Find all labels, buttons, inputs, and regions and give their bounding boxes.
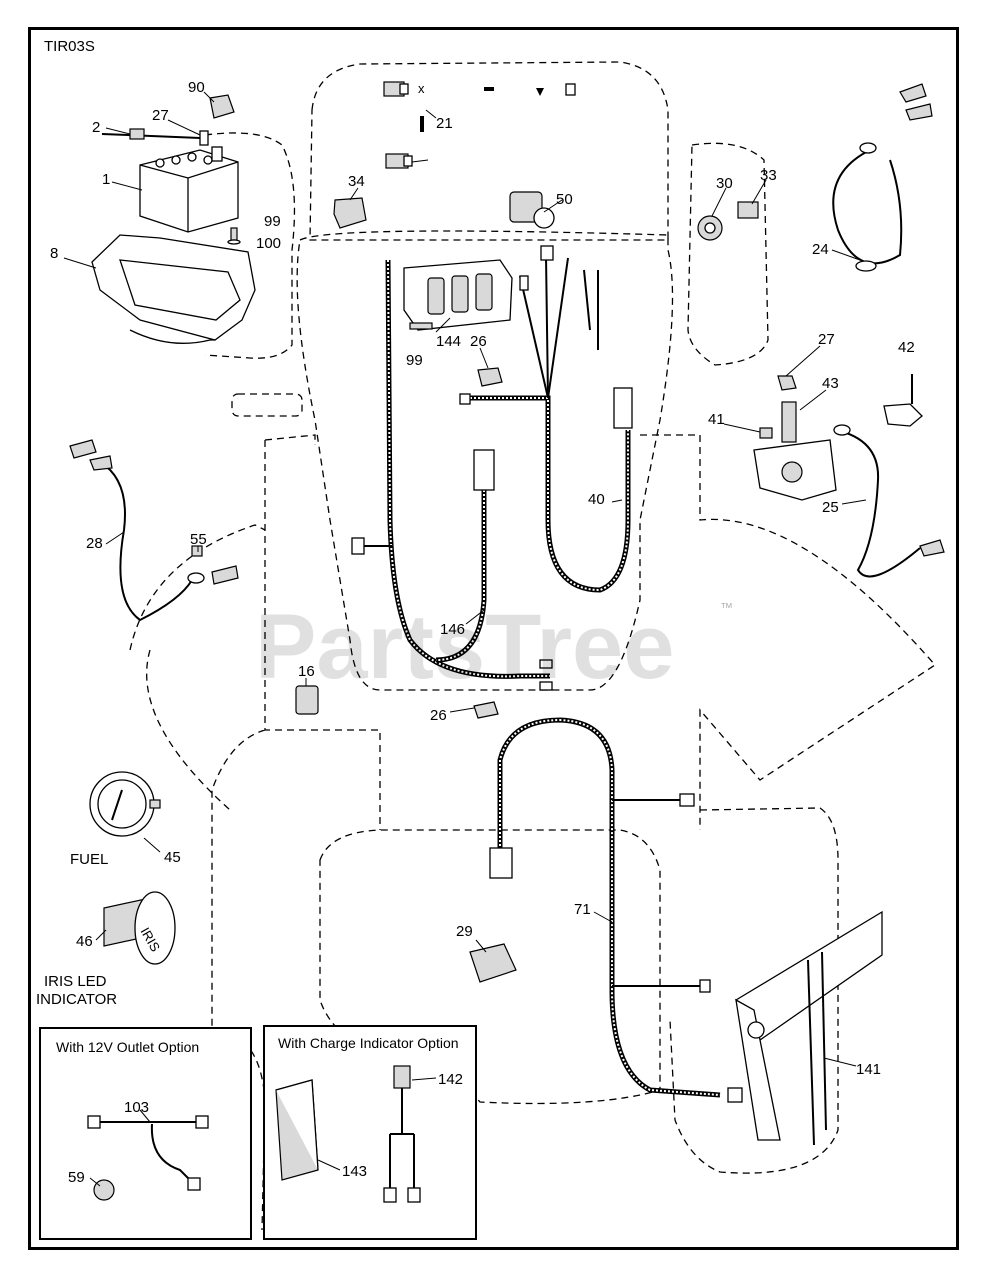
callout-45: 45 <box>164 849 181 866</box>
callout-33: 33 <box>760 167 777 184</box>
callout-27: 27 <box>152 107 169 124</box>
iris-led-indicator: IRIS <box>103 891 176 965</box>
svg-text:x: x <box>418 81 425 96</box>
controller-module <box>403 259 513 387</box>
fuse-26 <box>473 701 499 719</box>
charge-option-box: With Charge Indicator Option <box>263 1025 477 1240</box>
watermark-tm: ™ <box>720 600 733 615</box>
callout-142: 142 <box>438 1071 463 1088</box>
callout-99-b: 99 <box>406 352 423 369</box>
diagram-code: TIR03S <box>44 38 95 55</box>
callout-34: 34 <box>348 173 365 190</box>
main-harness <box>351 245 633 691</box>
cable-28 <box>69 439 239 622</box>
callout-90: 90 <box>188 79 205 96</box>
watermark: PartsTree <box>255 596 674 698</box>
callout-144: 144 <box>436 333 461 350</box>
callout-99: 99 <box>264 213 281 230</box>
iris-label-line1: IRIS LED <box>44 973 107 990</box>
callout-103: 103 <box>124 1099 149 1116</box>
callout-43: 43 <box>822 375 839 392</box>
callout-41: 41 <box>708 411 725 428</box>
callout-30: 30 <box>716 175 733 192</box>
callout-55: 55 <box>190 531 207 548</box>
tractor-outline <box>129 61 936 1231</box>
callouts: 90 2 27 1 99 100 8 21 34 50 30 33 24 144… <box>50 79 915 1186</box>
fuel-gauge <box>89 771 161 837</box>
seat-switch <box>469 943 517 983</box>
callout-143: 143 <box>342 1163 367 1180</box>
callout-141: 141 <box>856 1061 881 1078</box>
fuse-holder-16 <box>295 685 319 715</box>
callout-2: 2 <box>92 119 100 136</box>
starter-solenoid <box>753 374 945 578</box>
callout-8: 8 <box>50 245 58 262</box>
callout-46: 46 <box>76 933 93 950</box>
outlet-option-box: With 12V Outlet Option <box>39 1027 252 1240</box>
callout-40: 40 <box>588 491 605 508</box>
callout-27-b: 27 <box>818 331 835 348</box>
callout-16: 16 <box>298 663 315 680</box>
charge-option-title: With Charge Indicator Option <box>278 1035 459 1051</box>
callout-146: 146 <box>440 621 465 638</box>
battery-assembly <box>91 94 256 344</box>
callout-100: 100 <box>256 235 281 252</box>
callout-25: 25 <box>822 499 839 516</box>
callout-59: 59 <box>68 1169 85 1186</box>
callout-1: 1 <box>102 171 110 188</box>
callout-26: 26 <box>470 333 487 350</box>
ground-strap-24 <box>832 83 933 272</box>
iris-label-line2: INDICATOR <box>36 991 117 1008</box>
callout-28: 28 <box>86 535 103 552</box>
callout-24: 24 <box>812 241 829 258</box>
callout-42: 42 <box>898 339 915 356</box>
leader-lines <box>63 91 867 1187</box>
dash-components: x <box>333 81 759 241</box>
callout-29: 29 <box>456 923 473 940</box>
callout-50: 50 <box>556 191 573 208</box>
rear-harness-71 <box>489 717 743 1103</box>
outlet-option-title: With 12V Outlet Option <box>56 1039 199 1055</box>
reverse-bracket-141 <box>735 910 883 1146</box>
callout-26-b: 26 <box>430 707 447 724</box>
callout-71: 71 <box>574 901 591 918</box>
callout-21: 21 <box>436 115 453 132</box>
fuel-label: FUEL <box>70 851 108 868</box>
